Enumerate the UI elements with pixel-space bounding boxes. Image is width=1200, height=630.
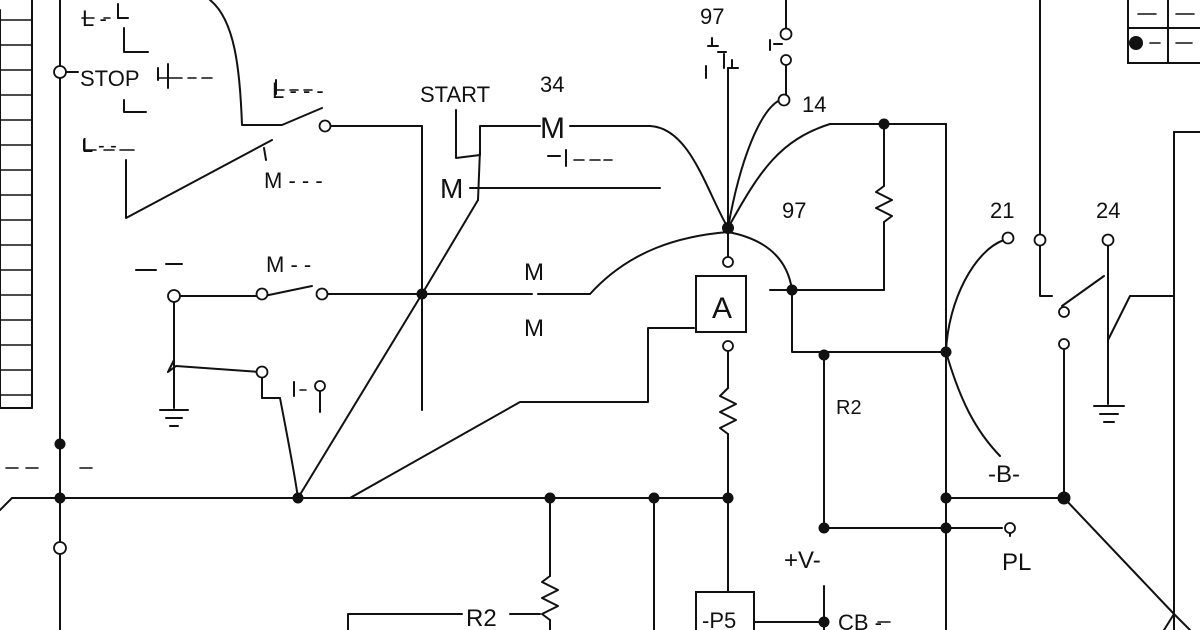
r2-bottom-label: R2 bbox=[466, 605, 497, 630]
ammeter-branch bbox=[695, 0, 947, 593]
bottom-wiring bbox=[59, 497, 891, 630]
right-wiring bbox=[823, 0, 1191, 630]
m-right2-label: M bbox=[524, 315, 544, 342]
terminal-14-label: 14 bbox=[802, 92, 826, 117]
power-wiring bbox=[0, 0, 729, 630]
r2-mid-label: R2 bbox=[836, 397, 862, 419]
m-right1-label: M bbox=[524, 259, 544, 286]
p5-box bbox=[695, 591, 755, 630]
ammeter-box bbox=[695, 275, 747, 333]
ammeter-label: A bbox=[712, 292, 732, 325]
terminal-97-mid-label: 97 bbox=[782, 198, 806, 223]
m-seal-label: M - - - bbox=[264, 168, 323, 193]
m-branch-label: M - - bbox=[266, 252, 311, 277]
b-label: -B- bbox=[988, 461, 1020, 488]
junction-dots bbox=[54, 118, 1071, 628]
start-label: START bbox=[420, 82, 490, 107]
terminal-24-label: 24 bbox=[1096, 198, 1120, 223]
legend-box bbox=[1127, 0, 1200, 64]
terminal-97-top-label: 97 bbox=[700, 4, 724, 29]
l-left1-label: L - - bbox=[82, 135, 117, 157]
l-topleft-label: L - bbox=[82, 6, 107, 31]
m-aux-label: M bbox=[440, 173, 463, 204]
pl-label: PL bbox=[1002, 549, 1031, 576]
right-panel-border bbox=[1173, 131, 1200, 630]
voltage-label: +V- bbox=[784, 547, 821, 574]
l-top-label: L - - - bbox=[272, 78, 324, 103]
labels: STOP START 34 97 14 97 21 24 M M M - - -… bbox=[80, 4, 1120, 630]
open-terminals bbox=[53, 27, 1115, 555]
p5-label: -P5 bbox=[702, 608, 736, 630]
terminal-21-label: 21 bbox=[990, 198, 1014, 223]
left-terminal-strip bbox=[0, 0, 33, 409]
terminal-34-label: 34 bbox=[540, 72, 564, 97]
cb-label: CB - bbox=[838, 610, 882, 630]
stop-label: STOP bbox=[80, 66, 140, 91]
m-main-label: M bbox=[540, 112, 565, 145]
